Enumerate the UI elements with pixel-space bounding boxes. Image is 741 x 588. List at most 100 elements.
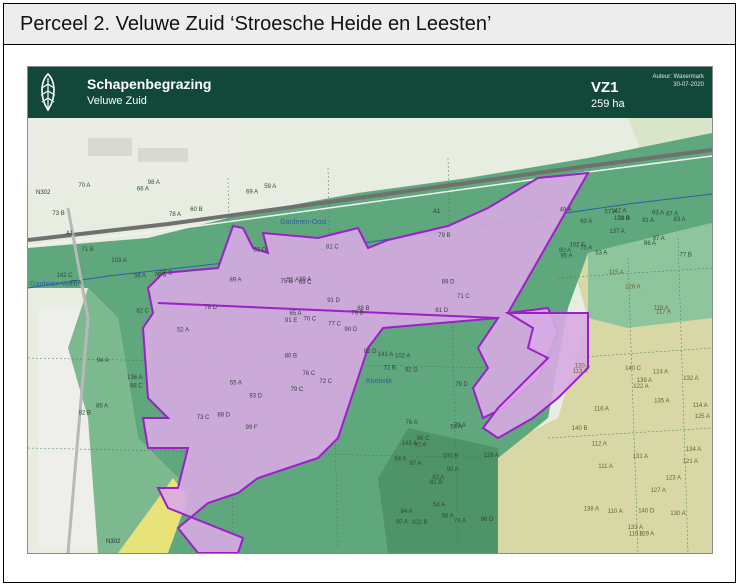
parcel-label: 125 A xyxy=(695,414,710,420)
parcel-label: 98 A xyxy=(148,180,160,186)
parcel-label: 88 C xyxy=(130,383,143,389)
author-note: Auteur: Waxermark 30-07-2020 xyxy=(653,73,704,89)
place-kootwijk: Kootwijk xyxy=(366,378,393,385)
parcel-label: 59 A xyxy=(264,184,276,190)
parcel-label: 93 D xyxy=(249,393,262,399)
parcel-label: 79 B xyxy=(438,233,450,239)
parcel-label: 88 B xyxy=(357,306,369,312)
parcel-label: 78 D xyxy=(204,305,217,311)
parcel-label: 73 B xyxy=(52,211,64,217)
parcel-label: 142 C xyxy=(57,273,74,279)
road-label: N302 xyxy=(36,190,51,196)
parcel-label: 93 A xyxy=(652,211,664,217)
map-title: Schapenbegrazing xyxy=(87,76,212,92)
parcel-label: 127 A xyxy=(651,488,666,494)
parcel-label: 79 A xyxy=(454,423,466,429)
author-date: 30-07-2020 xyxy=(673,82,704,88)
road-label: N302 xyxy=(106,539,121,545)
parcel-label: 142 A xyxy=(611,209,626,215)
parcel-label: 84 A xyxy=(401,509,413,515)
parcel-label: 79 D xyxy=(455,382,468,388)
parcel-label: 132 A xyxy=(683,376,698,382)
road-label: A1 xyxy=(433,209,441,215)
parcel-label: 82 C xyxy=(136,309,149,315)
motorway-a1 xyxy=(28,148,712,242)
parcel-label: 91 D xyxy=(327,298,340,304)
parcel-label: 123 A xyxy=(666,475,681,481)
parcel-label: 52 A xyxy=(177,327,189,333)
parcel-label: 50 A xyxy=(396,520,408,526)
grazing-area-polygon[interactable] xyxy=(141,171,590,553)
place-garderen-oost: Garderen-Oost xyxy=(280,219,327,226)
grazing-area-divider xyxy=(157,302,499,319)
parcel-label: 82 D xyxy=(364,349,377,355)
parcel-label: 82 A xyxy=(432,475,444,481)
parcel-label: 90 A xyxy=(447,467,459,473)
parcel-label: 54 A xyxy=(433,503,445,509)
parcel-label: 81 B xyxy=(430,480,442,486)
parcel-area: 259 ha xyxy=(591,98,625,110)
page-frame: Perceel 2. Veluwe Zuid ‘Stroesche Heide … xyxy=(3,3,736,583)
parcel-label: 70 A xyxy=(78,183,90,189)
leaf-logo-icon xyxy=(40,72,56,112)
map-canvas[interactable]: Garderen-Oost Garderen-West Kootwijk N30… xyxy=(28,118,712,553)
parcel-label: 77 A xyxy=(70,281,82,287)
parcel-label: 100 B xyxy=(443,454,459,460)
parcel-label: 118 A xyxy=(654,306,669,312)
parcel-label: 70 C xyxy=(304,316,317,322)
parcel-label: 86 A xyxy=(644,241,656,247)
caption-bar: Perceel 2. Veluwe Zuid ‘Stroesche Heide … xyxy=(4,4,735,45)
parcel-label: 89 A xyxy=(230,278,242,284)
parcel-label: 92 A xyxy=(414,442,426,448)
parcel-label: 56 A xyxy=(134,274,146,280)
parcel-label: 102 A xyxy=(395,354,410,360)
parcel-label: 88 D xyxy=(217,412,230,418)
parcel-label: 96 D xyxy=(481,517,494,523)
parcel-label: 116 A xyxy=(594,407,609,413)
parcel-label: 89 D xyxy=(442,280,455,286)
parcel-label: 81 C xyxy=(326,245,339,251)
parcel-label: 121 A xyxy=(683,459,698,465)
parcel-label: 72 C xyxy=(319,379,332,385)
grazing-area-east[interactable] xyxy=(481,312,589,440)
parcel-label: 102 C xyxy=(157,270,174,276)
parcel-label: 96 C xyxy=(417,436,430,442)
parcel-label: 95 A xyxy=(561,254,573,260)
parcel-label: 60 B xyxy=(190,207,202,213)
parcel-label: 103 A xyxy=(111,258,126,264)
parcel-label: 71 C xyxy=(457,294,470,300)
parcel-label: 97 A xyxy=(653,236,665,242)
place-garderen-west: Garderen-West xyxy=(30,281,78,288)
parcel-label: 66 A xyxy=(137,187,149,193)
parcel-label: 65 A xyxy=(290,311,302,317)
parcel-label: 69 A xyxy=(246,190,258,196)
parcel-label: 71 B xyxy=(82,247,94,253)
parcel-label: 78 C xyxy=(154,273,167,279)
parcel-label: 83 A xyxy=(674,217,686,223)
parcel-label: 128 A xyxy=(484,453,499,459)
parcel-label: 102 B xyxy=(412,520,428,526)
parcel-label: 140 D xyxy=(638,509,655,515)
parcel-label: 141 A xyxy=(378,352,393,358)
industrial-block xyxy=(88,138,132,156)
parcel-label: 92 D xyxy=(405,368,418,374)
parcel-label: 115 A xyxy=(609,270,624,276)
parcel-label: 69 C xyxy=(299,280,312,286)
parcel-label: 78 B xyxy=(618,216,630,222)
parcel-label: 129 A xyxy=(639,531,654,537)
parcel-label: 80 A xyxy=(559,248,571,254)
parcel-label: 85 A xyxy=(96,404,108,410)
parcel-label: 58 A xyxy=(450,424,462,430)
parcel-label: 126 A xyxy=(625,284,640,290)
parcel-label: 78 A xyxy=(169,212,181,218)
parcel-label: 122 A xyxy=(633,384,648,390)
parcel-label: 140 C xyxy=(625,366,642,372)
parcel-label: 112 A xyxy=(592,442,607,448)
parcel-label: 74 A xyxy=(454,518,466,524)
parcel-label: 57 A xyxy=(605,210,617,216)
parcel-label: 114 A xyxy=(693,403,708,409)
parcel-label: 136 A xyxy=(127,375,142,381)
parcel-label: 49 A xyxy=(560,207,572,213)
parcel-label: 135 A xyxy=(654,399,669,405)
parcel-label: 75 A xyxy=(580,246,592,252)
